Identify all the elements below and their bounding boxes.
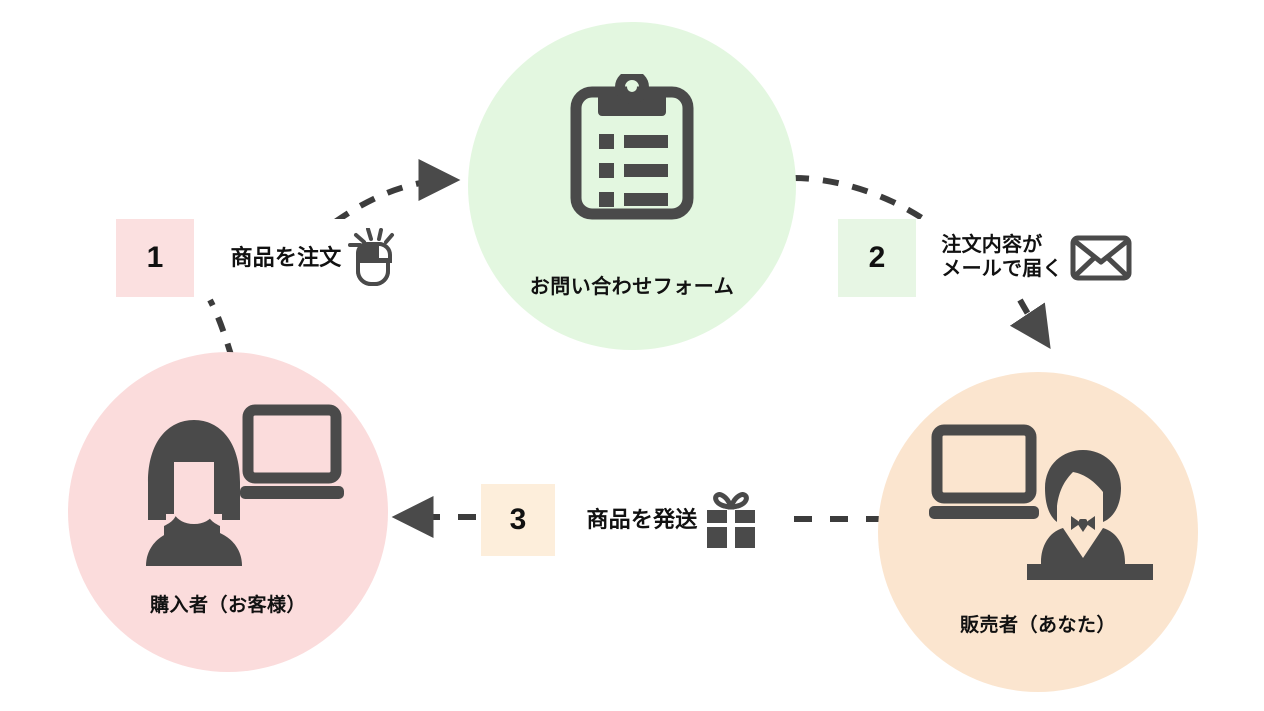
step-body-2: 注文内容が メールで届く bbox=[916, 219, 1156, 297]
step-label-1: 商品を注文 bbox=[230, 245, 342, 271]
salesman-with-laptop-icon bbox=[923, 416, 1153, 586]
gift-icon bbox=[704, 492, 758, 548]
connector-step1-to-form bbox=[333, 159, 461, 225]
connector-step2-to-seller bbox=[1009, 298, 1051, 349]
step-number-1: 1 bbox=[146, 241, 164, 274]
step-number-3: 3 bbox=[509, 503, 527, 536]
clipboard-icon bbox=[568, 74, 696, 222]
woman-with-laptop-icon bbox=[112, 396, 344, 566]
node-label-seller: 販売者（あなた） bbox=[959, 615, 1116, 636]
step-badge-2[interactable]: 2 注文内容が メールで届く bbox=[838, 219, 1156, 297]
node-buyer[interactable]: 購入者（お客様） bbox=[68, 352, 388, 672]
step-body-3: 商品を発送 bbox=[555, 484, 787, 556]
step-badge-3[interactable]: 3 商品を発送 bbox=[481, 484, 787, 556]
step-badge-1[interactable]: 1 商品を注文 bbox=[116, 219, 434, 297]
mouse-click-icon bbox=[347, 228, 400, 288]
step-label-3: 商品を発送 bbox=[586, 507, 698, 533]
connector-form-to-step2 bbox=[792, 175, 930, 225]
step-label-2: 注文内容が メールで届く bbox=[941, 234, 1063, 280]
step-number-2: 2 bbox=[868, 241, 886, 274]
node-label-contact-form: お問い合わせフォーム bbox=[529, 276, 735, 298]
node-contact-form[interactable]: お問い合わせフォーム bbox=[468, 22, 796, 350]
connector-buyer-to-step1 bbox=[207, 298, 235, 359]
step-body-1: 商品を注文 bbox=[194, 219, 434, 297]
node-label-buyer: 購入者（お客様） bbox=[149, 595, 306, 616]
envelope-icon bbox=[1069, 233, 1133, 283]
node-seller[interactable]: 販売者（あなた） bbox=[878, 372, 1198, 692]
